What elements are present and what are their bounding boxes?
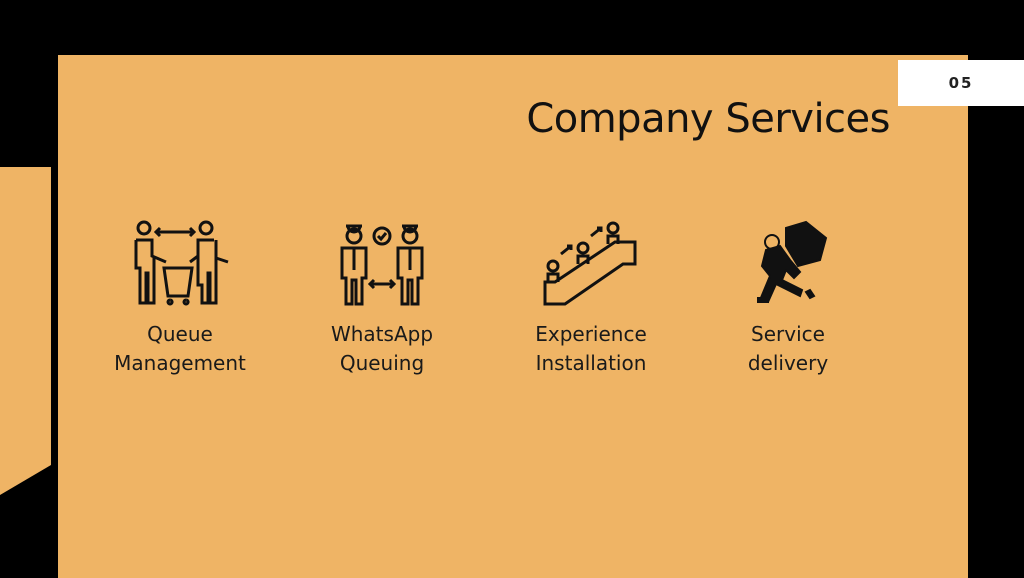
slide-number: 05	[898, 60, 1024, 106]
service-label-line1: Service	[751, 322, 825, 346]
escalator-icon	[543, 221, 637, 306]
service-label-line1: WhatsApp	[330, 322, 434, 346]
service-label-line2: Management	[114, 351, 246, 375]
delivery-person-icon	[757, 220, 828, 304]
service-label-line2: delivery	[747, 351, 829, 375]
service-delivery: Service delivery	[708, 218, 868, 378]
service-label-line1: Queue	[147, 322, 213, 346]
whatsapp-queue-people-icon	[340, 224, 424, 306]
page-title: Company Services	[526, 96, 890, 142]
left-decoration-shape	[0, 167, 51, 495]
service-label-line2: Queuing	[339, 351, 425, 375]
service-label-line2: Installation	[535, 351, 647, 375]
queue-people-cart-icon	[134, 220, 229, 306]
service-label-line1: Experience	[535, 322, 647, 346]
slide-panel	[58, 55, 968, 578]
